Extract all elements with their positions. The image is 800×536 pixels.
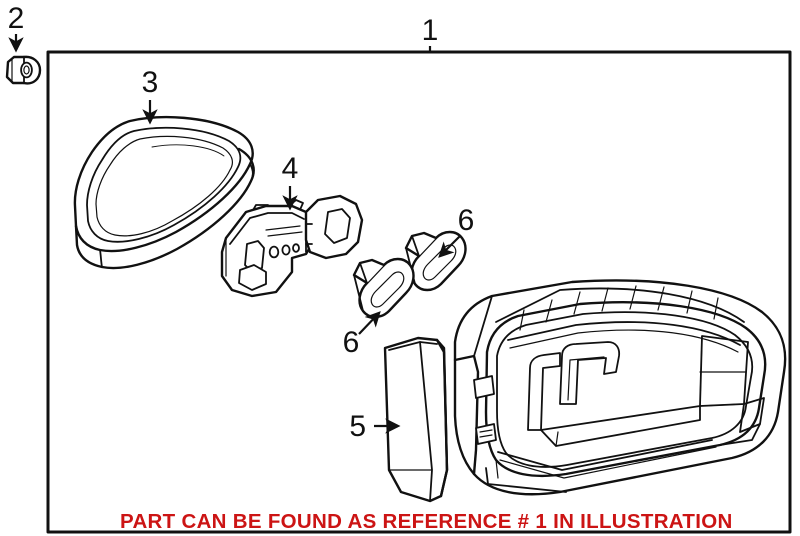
reference-note: PART CAN BE FOUND AS REFERENCE # 1 IN IL… <box>120 510 733 533</box>
callout-5-label: 5 <box>349 410 366 443</box>
callout-6-lower-label: 6 <box>343 326 360 359</box>
part-3-lamp-gasket <box>73 115 255 270</box>
callout-3: 3 <box>142 66 159 125</box>
part-5-lamp-trim-strip <box>383 336 449 503</box>
callout-2: 2 <box>8 2 25 53</box>
callout-1: 1 <box>422 14 439 52</box>
callout-6-lower: 6 <box>343 311 381 359</box>
callout-3-label: 3 <box>142 66 159 99</box>
callout-6-lower-leader <box>358 311 381 335</box>
illustration-border <box>46 50 792 534</box>
callout-2-label: 2 <box>8 2 25 35</box>
callout-4: 4 <box>282 152 299 211</box>
part-1-tail-lamp-assembly <box>453 279 787 496</box>
callout-6-upper-leader <box>438 235 461 258</box>
callout-5: 5 <box>349 410 401 443</box>
part-2-mounting-nut <box>5 55 42 85</box>
part-4-bulb-socket-holder <box>220 194 364 298</box>
part-6-bulb-lower <box>352 257 415 319</box>
callout-6-upper: 6 <box>438 204 475 258</box>
callout-4-label: 4 <box>282 152 299 185</box>
callout-1-label: 1 <box>422 14 439 47</box>
callout-6-upper-label: 6 <box>458 204 475 237</box>
